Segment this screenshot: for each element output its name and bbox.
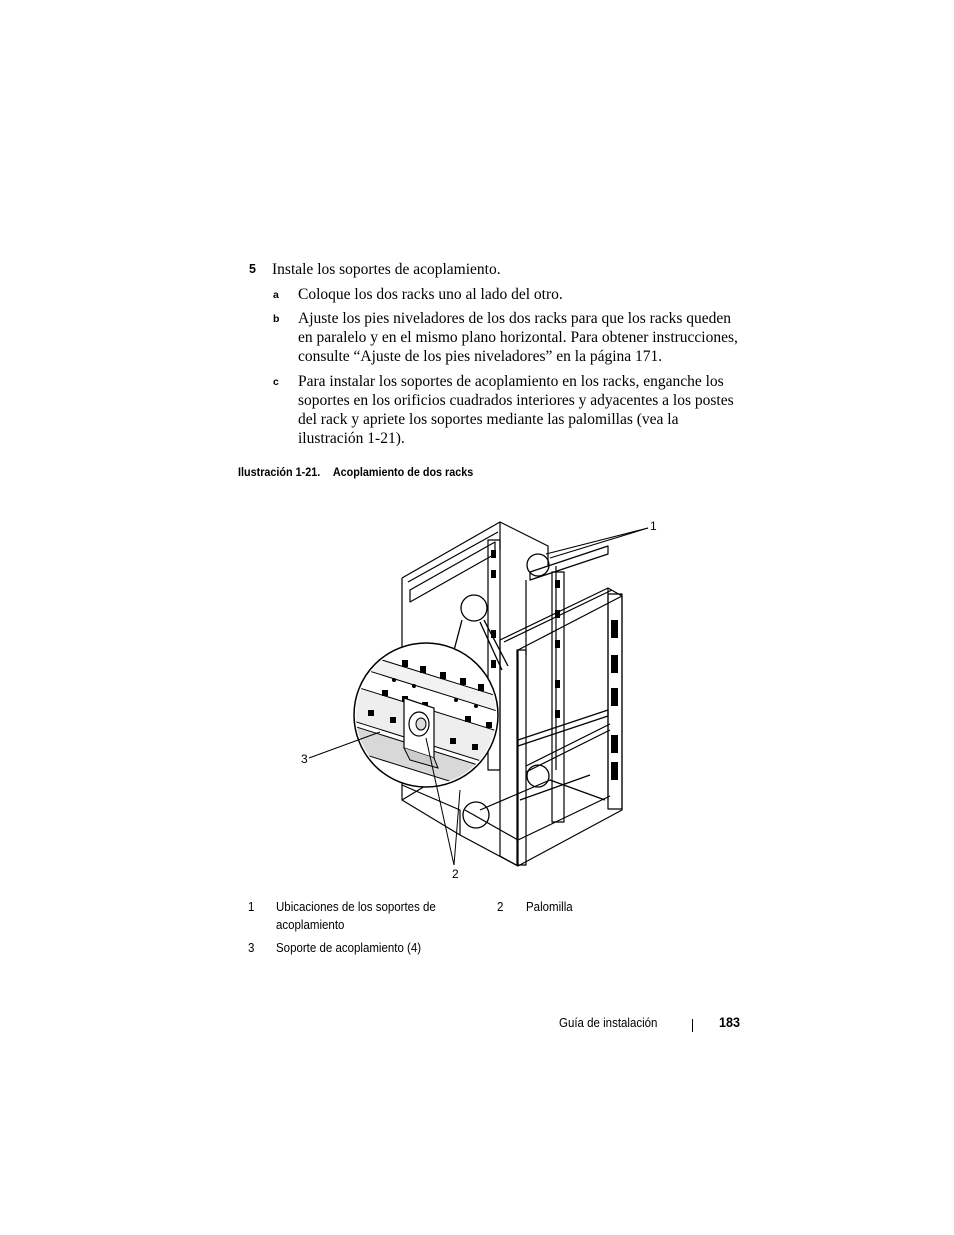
substep-letter-b: b <box>273 313 280 325</box>
legend-line: Ubicaciones de los soportes de <box>276 900 436 914</box>
legend-line: Palomilla <box>526 900 573 914</box>
legend-text-1: Ubicaciones de los soportes de acoplamie… <box>276 898 436 934</box>
legend-num-3: 3 <box>248 941 255 955</box>
callout-3: 3 <box>301 752 308 766</box>
substep-a-text: Coloque los dos racks uno al lado del ot… <box>298 285 563 304</box>
step-text: Instale los soportes de acoplamiento. <box>272 261 501 278</box>
substep-c-line: soportes en los orificios cuadrados inte… <box>298 392 734 409</box>
rack-coupling-illustration: 1 3 2 <box>301 519 657 881</box>
substep-b-text: Ajuste los pies niveladores de los dos r… <box>298 309 738 366</box>
substep-c-text: Para instalar los soportes de acoplamien… <box>298 372 734 448</box>
legend-line: acoplamiento <box>276 918 345 932</box>
footer-title: Guía de instalación <box>559 1016 658 1030</box>
callout-2: 2 <box>452 867 459 881</box>
page-number: 183 <box>719 1014 741 1030</box>
substep-a-line: Coloque los dos racks uno al lado del ot… <box>298 286 563 303</box>
legend-text-3: Soporte de acoplamiento (4) <box>276 939 421 957</box>
substep-letter-a: a <box>273 289 279 301</box>
substep-c-line: Para instalar los soportes de acoplamien… <box>298 373 724 390</box>
figure-caption: Ilustración 1-21. Acoplamiento de dos rac… <box>238 465 473 479</box>
footer-divider <box>692 1019 693 1032</box>
figure-label: Ilustración 1-21. <box>238 465 321 479</box>
legend-text-2: Palomilla <box>526 898 573 916</box>
legend-num-2: 2 <box>497 900 504 914</box>
legend-line: Soporte de acoplamiento (4) <box>276 941 422 955</box>
substep-b-line: Ajuste los pies niveladores de los dos r… <box>298 310 732 327</box>
substep-c-line: del rack y apriete los soportes mediante… <box>298 411 679 428</box>
callout-1: 1 <box>650 519 657 533</box>
substep-b-line: consulte “Ajuste de los pies niveladores… <box>298 348 663 365</box>
substep-c-line: ilustración 1-21). <box>298 430 405 447</box>
step-number: 5 <box>249 262 256 276</box>
substep-b-line: en paralelo y en el mismo plano horizont… <box>298 329 738 346</box>
figure-title: Acoplamiento de dos racks <box>332 465 474 479</box>
legend-num-1: 1 <box>248 900 255 914</box>
substep-letter-c: c <box>273 376 279 388</box>
